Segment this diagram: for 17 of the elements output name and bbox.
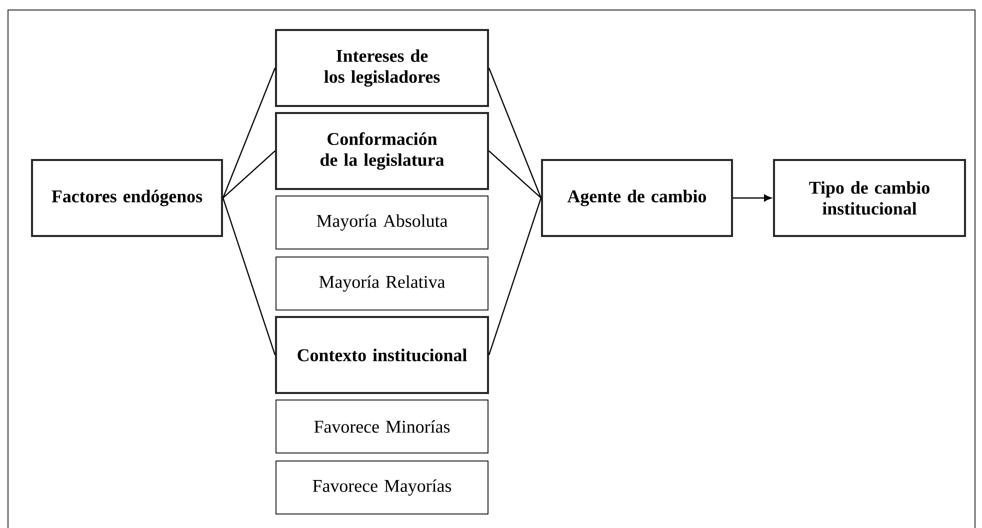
concept-box: Agente de cambio [541, 158, 733, 237]
connector-line [488, 150, 542, 198]
concept-box: Intereses de los legisladores [275, 29, 489, 107]
connector-line [488, 198, 542, 356]
concept-box: Contexto institucional [275, 316, 489, 394]
option-box: Mayoría Relativa [276, 256, 488, 310]
connector-line [222, 150, 276, 198]
option-box: Favorece Mayorías [276, 460, 488, 514]
concept-box: Conformación de la legislatura [275, 112, 489, 190]
arrow [733, 194, 772, 202]
concept-box: Tipo de cambio institucional [773, 158, 966, 237]
option-box: Favorece Minorías [276, 399, 488, 454]
option-box: Mayoría Absoluta [276, 195, 488, 250]
connector-line [222, 198, 276, 356]
concept-box: Factores endógenos [31, 158, 223, 237]
connector-line [222, 68, 276, 198]
connector-line [488, 68, 542, 198]
